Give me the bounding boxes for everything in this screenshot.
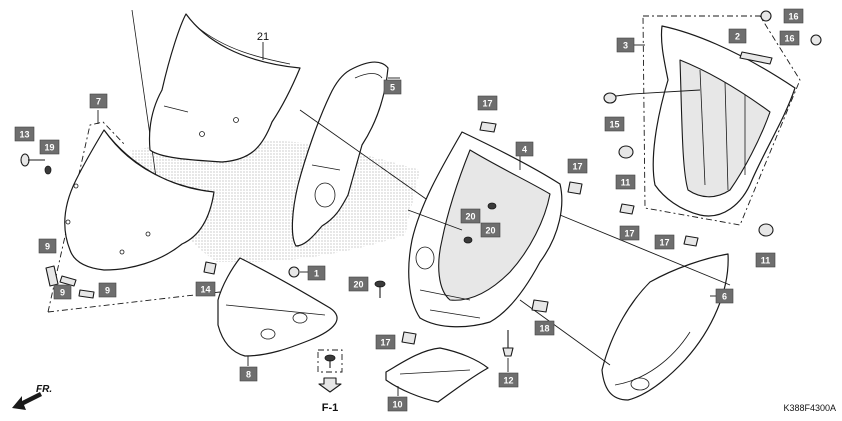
- svg-text:15: 15: [609, 120, 619, 130]
- washer-19: [44, 165, 52, 175]
- svg-text:17: 17: [659, 238, 669, 248]
- callout-18: 18: [534, 320, 555, 336]
- svg-text:4: 4: [522, 145, 527, 155]
- svg-text:10: 10: [392, 400, 402, 410]
- nut-14: [203, 261, 217, 275]
- svg-text:20: 20: [485, 226, 495, 236]
- grommet-16b: [810, 34, 822, 46]
- ref-screw-f1: [317, 349, 343, 393]
- svg-text:16: 16: [784, 34, 794, 44]
- callout-9a: 9: [38, 238, 57, 254]
- front-label: FR.: [36, 384, 52, 395]
- callout-19: 19: [39, 139, 60, 155]
- svg-text:9: 9: [60, 288, 65, 298]
- callout-17d: 17: [654, 234, 675, 250]
- callout-6: 6: [715, 288, 734, 304]
- svg-text:11: 11: [621, 178, 631, 188]
- svg-text:1: 1: [314, 269, 319, 279]
- callout-17c: 17: [619, 225, 640, 241]
- callout-20c: 20: [480, 222, 501, 238]
- lower-bracket-part: [385, 347, 489, 403]
- screw-20c: [487, 202, 497, 210]
- callout-10: 10: [387, 396, 408, 412]
- clip-17d: [683, 235, 699, 247]
- ref-label: F-1: [322, 402, 339, 414]
- diagram-code: K388F4300A: [783, 403, 836, 413]
- callout-3: 3: [616, 37, 635, 53]
- grommet-11a: [618, 145, 634, 159]
- svg-text:9: 9: [105, 286, 110, 296]
- svg-text:9: 9: [45, 242, 50, 252]
- svg-text:7: 7: [96, 97, 101, 107]
- svg-text:20: 20: [353, 280, 363, 290]
- windscreen-part: [131, 9, 301, 206]
- callout-13: 13: [14, 126, 35, 142]
- grommet-11b: [758, 223, 774, 237]
- callout-9b: 9: [53, 284, 72, 300]
- svg-text:20: 20: [465, 212, 475, 222]
- svg-text:16: 16: [788, 12, 798, 22]
- callout-14: 14: [195, 281, 216, 297]
- svg-text:17: 17: [572, 162, 582, 172]
- callout-11a: 11: [615, 174, 636, 190]
- callout-8: 8: [239, 366, 258, 382]
- callout-1: 1: [307, 265, 326, 281]
- under-cover-part: [217, 257, 338, 366]
- callout-16a: 16: [783, 8, 804, 24]
- svg-text:3: 3: [623, 41, 628, 51]
- label-21: 21: [257, 31, 269, 43]
- callout-2: 2: [728, 28, 747, 44]
- callout-17b: 17: [567, 158, 588, 174]
- svg-text:5: 5: [390, 83, 395, 93]
- clip-17c: [619, 203, 635, 215]
- svg-text:6: 6: [722, 292, 727, 302]
- grommet-16a: [760, 10, 772, 22]
- svg-text:12: 12: [503, 376, 513, 386]
- plug-9: [45, 265, 95, 299]
- svg-text:18: 18: [539, 324, 549, 334]
- clip-nut-18: [531, 299, 549, 313]
- callout-20b: 20: [460, 208, 481, 224]
- callout-7: 7: [89, 93, 108, 109]
- callout-12: 12: [498, 372, 519, 388]
- svg-text:17: 17: [380, 338, 390, 348]
- callout-9c: 9: [98, 282, 117, 298]
- bolt-12: [502, 330, 514, 372]
- callout-15: 15: [604, 116, 625, 132]
- svg-text:8: 8: [246, 370, 251, 380]
- clip-17e: [401, 331, 417, 345]
- bolt-15: [603, 89, 701, 104]
- callout-20a: 20: [348, 276, 369, 292]
- meter-visor-part: [47, 110, 221, 313]
- clip-17a: [479, 121, 497, 133]
- svg-text:17: 17: [482, 99, 492, 109]
- callout-17e: 17: [375, 334, 396, 350]
- svg-text:13: 13: [19, 130, 29, 140]
- front-top-frame-part: [632, 15, 801, 226]
- screw-20a: [374, 280, 386, 298]
- svg-text:2: 2: [735, 32, 740, 42]
- callout-16b: 16: [779, 30, 800, 46]
- front-arrow-icon: [12, 392, 42, 410]
- callout-4: 4: [515, 141, 534, 157]
- screw-20b: [463, 236, 473, 244]
- clip-17b: [567, 181, 583, 195]
- svg-text:19: 19: [44, 143, 54, 153]
- svg-text:14: 14: [200, 285, 210, 295]
- grommet-1: [288, 266, 308, 278]
- rubber-seal-2: [739, 51, 773, 65]
- callout-17a: 17: [477, 95, 498, 111]
- callout-5: 5: [383, 79, 402, 95]
- screw-13: [20, 153, 45, 167]
- svg-text:17: 17: [624, 229, 634, 239]
- svg-text:11: 11: [761, 256, 771, 266]
- callout-11b: 11: [755, 252, 776, 268]
